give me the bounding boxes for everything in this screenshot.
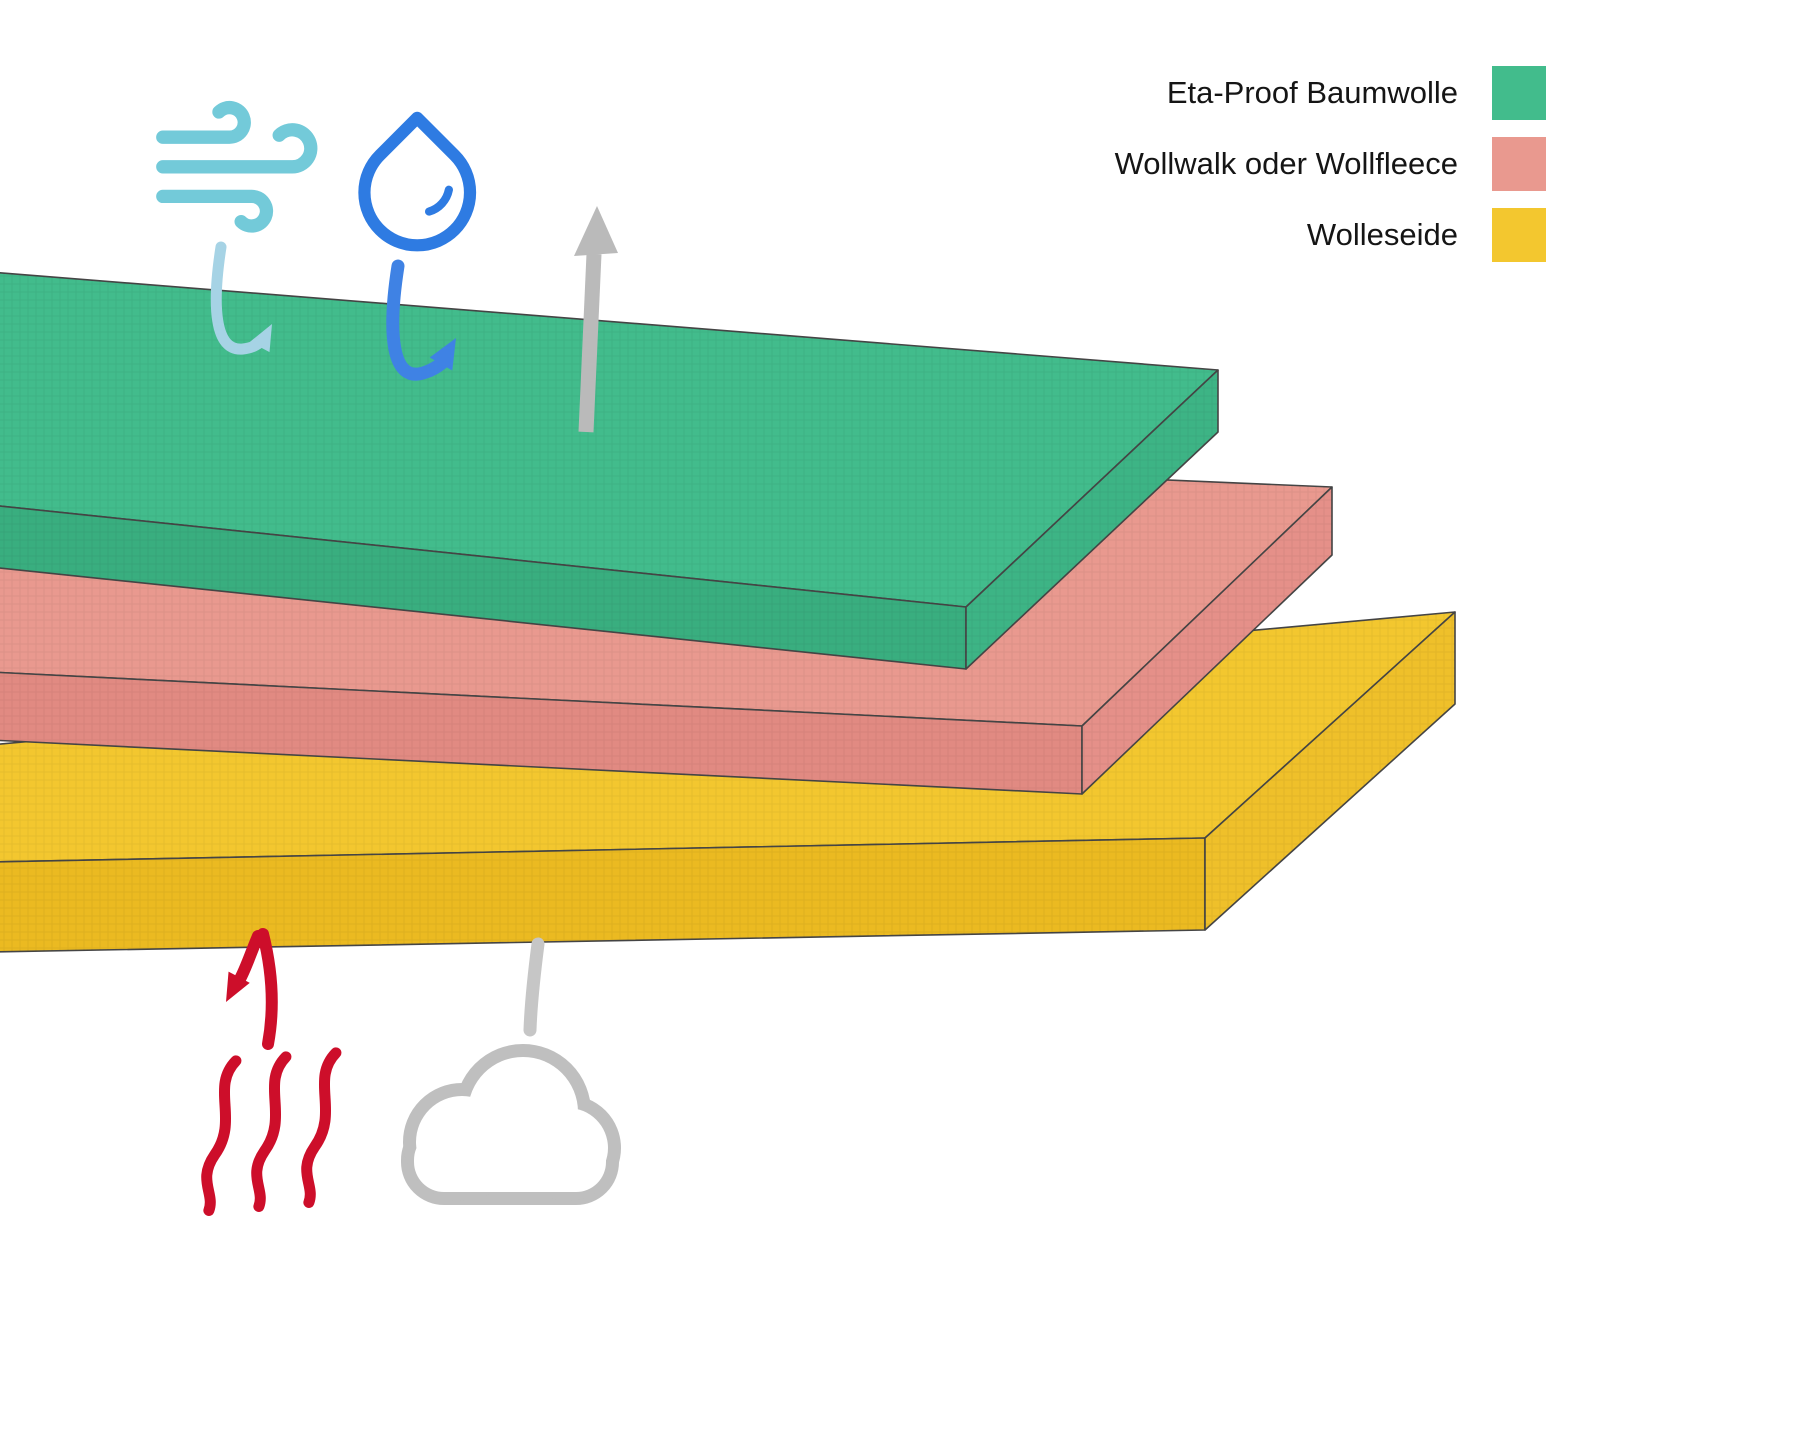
legend-label: Wollwalk oder Wollfleece (1114, 146, 1458, 181)
heat-waves-icon (201, 1047, 342, 1217)
legend-item-wollwalk-oder-wollfleece: Wollwalk oder Wollfleece (1115, 137, 1546, 191)
cloud-connector-line (523, 937, 545, 1037)
water-drop-icon (358, 111, 477, 252)
heat-return-arrow (226, 928, 278, 1050)
cloud-icon (401, 1044, 621, 1205)
legend-item-eta-proof-baumwolle: Eta-Proof Baumwolle (1167, 66, 1546, 120)
legend-swatch-green (1492, 66, 1546, 120)
legend-swatch-pink (1492, 137, 1546, 191)
wind-icon (156, 100, 318, 233)
wind-deflect-arrow (210, 241, 272, 355)
legend-item-wolleseide: Wolleseide (1307, 208, 1546, 262)
vapor-up-arrow (574, 206, 618, 433)
legend-swatch-rect (1492, 137, 1546, 191)
legend-swatch-yellow (1492, 208, 1546, 262)
legend-swatch-rect (1492, 66, 1546, 120)
water-deflect-arrow (386, 259, 456, 381)
legend-label: Wolleseide (1306, 217, 1458, 252)
legend-label: Eta-Proof Baumwolle (1166, 75, 1458, 110)
legend-swatch-rect (1492, 208, 1546, 262)
legend: Eta-Proof Baumwolle Wollwalk oder Wollfl… (1115, 66, 1546, 262)
